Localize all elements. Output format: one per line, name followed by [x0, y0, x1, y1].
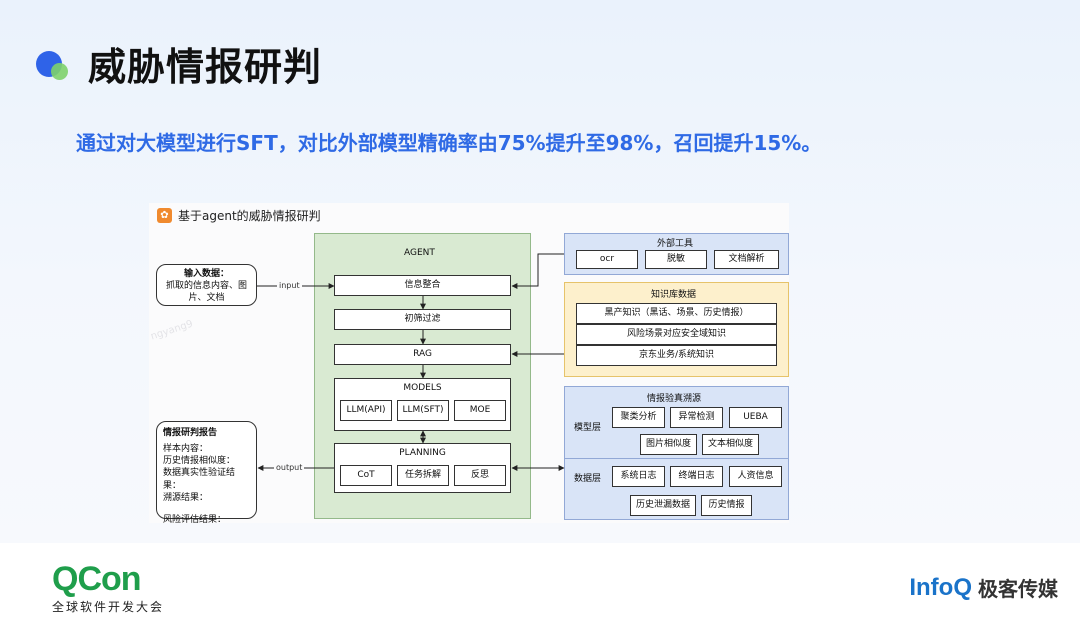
external-tools-title: 外部工具 [657, 239, 694, 249]
models-title: MODELS [403, 383, 442, 393]
info-integrate-box: 信息整合 [334, 275, 511, 296]
tool-doc-parse: 文档解析 [714, 250, 779, 269]
diagram-title: ✿ 基于agent的威胁情报研判 [157, 207, 321, 224]
data-hr-info: 人资信息 [729, 466, 782, 487]
qcon-logo: QCon 全球软件开发大会 [52, 561, 164, 615]
verify-text-sim: 文本相似度 [702, 434, 759, 455]
planning-cot: CoT [340, 465, 392, 486]
qcon-subtitle: 全球软件开发大会 [52, 600, 165, 614]
kb-item: 黑产知识（黑话、场景、历史情报） [576, 303, 777, 324]
planning-task-split: 任务拆解 [397, 465, 449, 486]
output-label: output [274, 463, 305, 472]
kb-item: 风险场景对应安全域知识 [576, 324, 777, 345]
data-endpoint-log: 终端日志 [670, 466, 723, 487]
verification-title: 情报验真溯源 [647, 394, 702, 404]
input-data-box: 输入数据： 抓取的信息内容、图 片、文档 [156, 264, 257, 306]
verification-divider [564, 458, 789, 459]
tool-ocr: ocr [576, 250, 638, 269]
data-layer-label: 数据层 [574, 474, 602, 484]
rag-box: RAG [334, 344, 511, 365]
agent-icon: ✿ [157, 208, 172, 223]
report-line: 溯源结果： [163, 492, 209, 503]
planning-title: PLANNING [399, 448, 446, 458]
model-moe: MOE [454, 400, 506, 421]
report-line: 数据真实性验证结果： [163, 468, 236, 491]
input-data-line: 抓取的信息内容、图 [165, 281, 247, 292]
input-data-line: 片、文档 [188, 293, 225, 304]
verify-ueba: UEBA [729, 407, 782, 428]
model-llm-api: LLM(API) [340, 400, 392, 421]
report-line: 风险评估结果： [163, 514, 227, 525]
input-label: input [277, 281, 302, 290]
tool-desensitize: 脱敏 [645, 250, 707, 269]
infoq-logo: InfoQ 极客传媒 [909, 573, 1058, 602]
diagram-title-text: 基于agent的威胁情报研判 [178, 209, 321, 223]
model-layer-label: 模型层 [574, 423, 602, 433]
data-leak-history: 历史泄漏数据 [630, 495, 696, 516]
infoq-logo-text: InfoQ [909, 573, 972, 601]
initial-filter-box: 初筛过滤 [334, 309, 511, 330]
verify-image-sim: 图片相似度 [640, 434, 697, 455]
report-line-gap [163, 504, 250, 514]
data-system-log: 系统日志 [612, 466, 665, 487]
knowledge-base-title: 知识库数据 [651, 290, 697, 300]
infoq-subtitle: 极客传媒 [978, 577, 1058, 601]
title-bullet-icon [36, 45, 72, 81]
verify-anomaly: 异常检测 [670, 407, 723, 428]
model-llm-sft: LLM(SFT) [397, 400, 449, 421]
page-subtitle: 通过对大模型进行SFT，对比外部模型精确率由75%提升至98%，召回提升15%。 [76, 131, 822, 155]
title-row: 威胁情报研判 [36, 38, 323, 89]
page-title: 威胁情报研判 [88, 44, 323, 89]
report-line: 样本内容： [163, 444, 209, 455]
qcon-logo-text: QCon [52, 560, 142, 598]
data-intel-history: 历史情报 [701, 495, 752, 516]
planning-reflect: 反思 [454, 465, 506, 486]
verify-clustering: 聚类分析 [612, 407, 665, 428]
report-title: 情报研判报告 [163, 428, 218, 438]
report-line: 历史情报相似度： [163, 456, 236, 467]
kb-item: 京东业务/系统知识 [576, 345, 777, 366]
agent-title: AGENT [404, 248, 435, 258]
input-data-title: 输入数据： [183, 269, 229, 279]
report-box: 情报研判报告 样本内容： 历史情报相似度： 数据真实性验证结果： 溯源结果： 风… [156, 421, 257, 525]
